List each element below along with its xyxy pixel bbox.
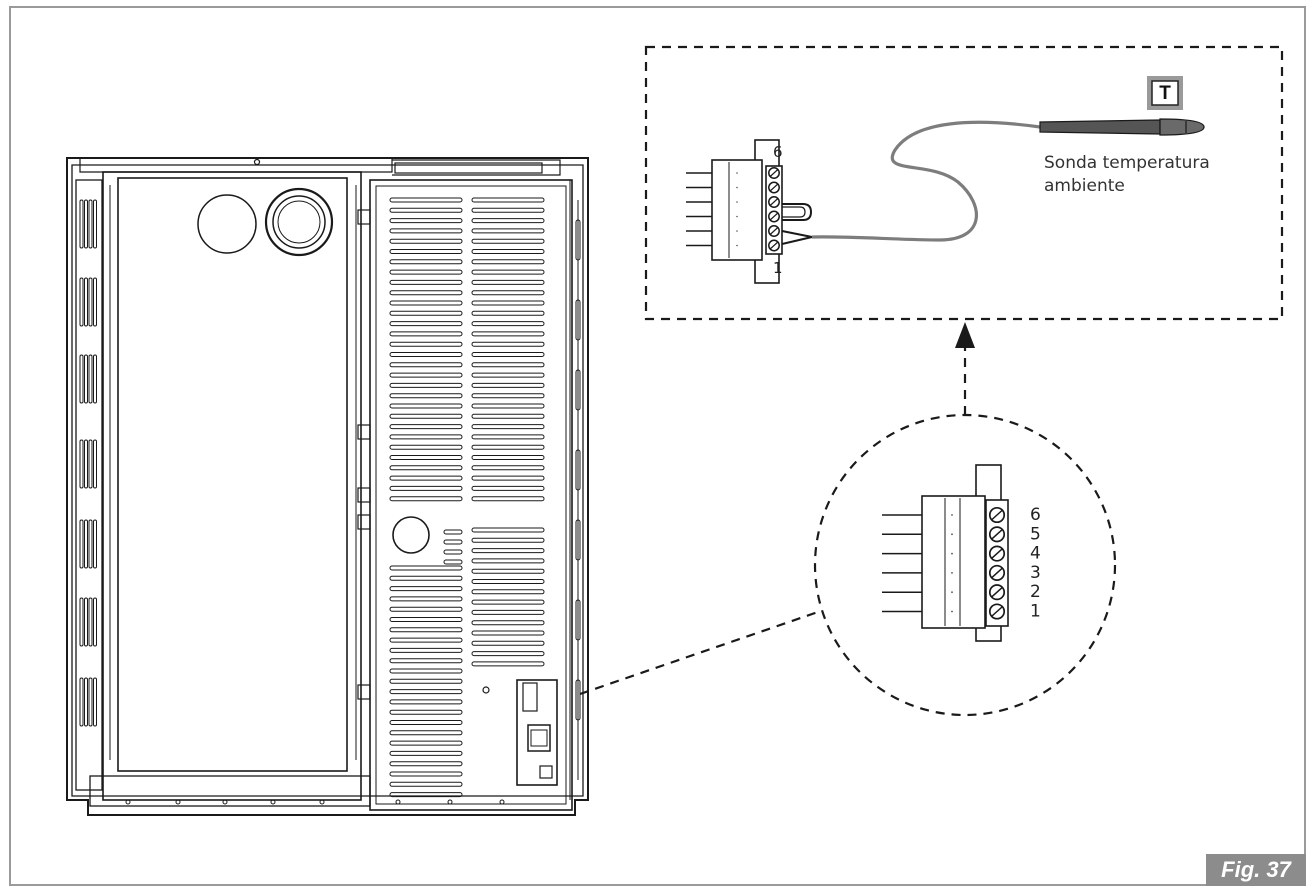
probe-badge: T — [1147, 76, 1183, 110]
vent-slats — [389, 197, 463, 502]
zoom-terminal-label-3: 3 — [1030, 563, 1041, 583]
terminal-screw — [768, 210, 780, 223]
probe-cable — [811, 120, 1041, 242]
top-terminal-screws — [686, 167, 780, 252]
zoom-terminal-screws — [882, 506, 1006, 620]
side-slot-group — [79, 277, 97, 327]
zoom-terminal-label-1: 1 — [1030, 602, 1041, 622]
figure-frame — [9, 6, 1306, 886]
vent-slats — [471, 197, 545, 502]
detail-box — [644, 45, 1284, 321]
terminal-screw — [988, 564, 1006, 581]
side-slot — [575, 599, 581, 641]
zoom-leader-line — [579, 610, 819, 696]
zoom-terminal-label-5: 5 — [1030, 524, 1041, 544]
side-slot — [575, 219, 581, 261]
side-slot — [575, 299, 581, 341]
top-terminal-block — [711, 139, 813, 284]
terminal-screw — [768, 196, 780, 208]
zoom-terminal-label-2: 2 — [1030, 582, 1041, 602]
terminal-screw — [988, 603, 1006, 620]
side-slot — [575, 519, 581, 561]
side-slot-group — [79, 439, 97, 489]
terminal-screw — [768, 181, 780, 194]
top-terminal-label-1: 1 — [773, 259, 783, 277]
side-slot-group — [79, 199, 97, 249]
temperature-probe — [1039, 118, 1205, 136]
terminal-screw — [988, 584, 1006, 601]
figure-number: Fig. 37 — [1206, 854, 1306, 886]
stove-vents — [79, 197, 581, 798]
side-slot — [575, 369, 581, 411]
probe-label: Sonda temperatura ambiente — [1044, 152, 1210, 198]
stove-rear-view — [66, 157, 589, 816]
terminal-screw — [988, 506, 1006, 524]
terminal-screw — [768, 225, 780, 237]
probe-badge-letter: T — [1159, 83, 1171, 104]
zoom-terminal-label-6: 6 — [1030, 505, 1041, 525]
vent-slats — [389, 565, 463, 798]
side-slot — [575, 449, 581, 491]
arrow-head — [955, 322, 975, 348]
probe-label-line-2: ambiente — [1044, 176, 1125, 196]
zoom-terminal-label-4: 4 — [1030, 544, 1041, 564]
side-slot-group — [79, 677, 97, 727]
vent-slats — [443, 529, 463, 565]
probe-label-line-1: Sonda temperatura — [1044, 153, 1210, 173]
vent-slats — [471, 527, 545, 667]
callout-lines — [579, 45, 1284, 717]
terminal-screw — [768, 167, 780, 179]
terminal-screw — [988, 526, 1006, 543]
terminal-screw — [988, 545, 1006, 562]
side-slot-group — [79, 519, 97, 569]
terminal-screw — [768, 239, 780, 252]
side-slot-group — [79, 354, 97, 404]
top-terminal-label-6: 6 — [773, 143, 783, 161]
side-slot-group — [79, 597, 97, 647]
side-slot — [575, 679, 581, 721]
